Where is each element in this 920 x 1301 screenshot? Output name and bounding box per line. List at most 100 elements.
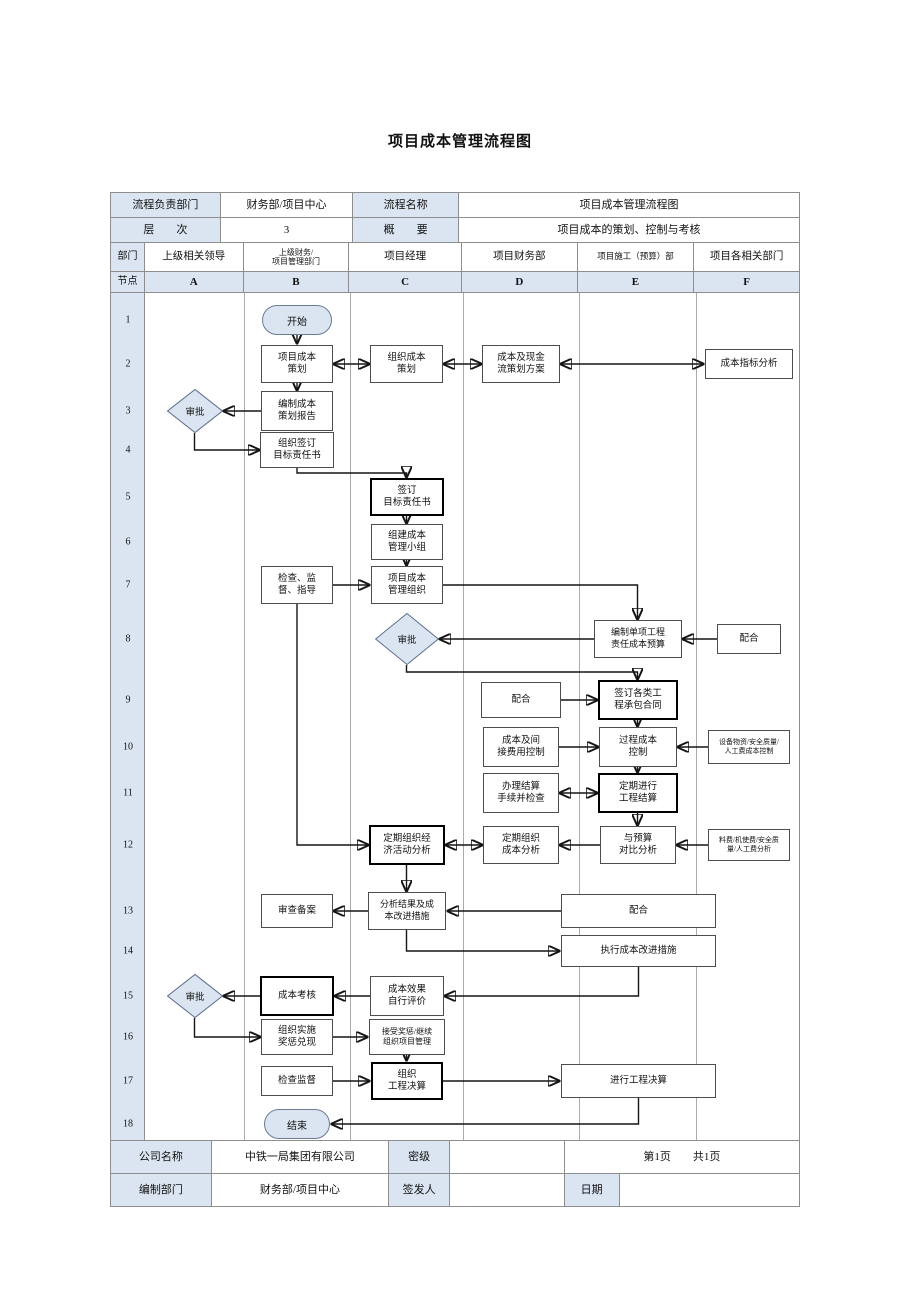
decision-label: 审批: [185, 993, 205, 1003]
lane-header-e: 项目施工（预算）部: [578, 243, 695, 271]
node-cooperate-1: 配合: [717, 624, 781, 654]
lane-header-b: 上级财务/ 项目管理部门: [244, 243, 350, 271]
footer-label-issuer: 签发人: [389, 1174, 451, 1206]
node-process-cost-control: 过程成本 控制: [599, 727, 677, 767]
node-cost-indicator-analysis: 成本指标分析: [705, 349, 793, 379]
info-label-summary: 概 要: [353, 218, 459, 242]
info-label-process-owner-dept: 流程负责部门: [111, 193, 221, 217]
lane-divider: [463, 293, 464, 1140]
row-number: 8: [125, 633, 131, 645]
footer-label-date: 日期: [564, 1174, 620, 1206]
flowchart-sheet: 流程负责部门 财务部/项目中心 流程名称 项目成本管理流程图 层 次 3 概 要…: [110, 192, 800, 1207]
footer-value-issuer: [450, 1174, 565, 1206]
node-project-cost-planning: 项目成本 策划: [261, 345, 333, 383]
node-periodic-cost-analysis: 定期组织 成本分析: [483, 826, 559, 864]
lane-header-d: 项目财务部: [462, 243, 578, 271]
lane-letter-b: B: [243, 272, 350, 292]
row-number: 6: [125, 536, 131, 548]
info-row-2: 层 次 3 概 要 项目成本的策划、控制与考核: [111, 218, 799, 243]
lane-header-c: 项目经理: [349, 243, 462, 271]
footer-label-company-name: 公司名称: [111, 1141, 212, 1173]
row-number: 2: [125, 358, 131, 370]
node-cooperate-3: 配合: [561, 894, 716, 928]
node-project-cost-management-org: 项目成本 管理组织: [371, 566, 443, 604]
lane-letter-e: E: [577, 272, 695, 292]
diamond-shape: [375, 613, 439, 665]
footer-value-prepared-by-dept: 财务部/项目中心: [212, 1174, 390, 1206]
info-label-level: 层 次: [111, 218, 221, 242]
node-organize-sign-responsibility: 组织签订 目标责任书: [260, 432, 334, 468]
node-sign-target-responsibility: 签订 目标责任书: [370, 478, 444, 516]
node-cost-assessment: 成本考核: [260, 976, 334, 1016]
decision-label: 审批: [185, 408, 205, 418]
node-periodic-economic-activity-analysis: 定期组织经 济活动分析: [369, 825, 445, 865]
row-number: 18: [123, 1118, 133, 1130]
node-settlement-procedures-check: 办理结算 手续并检查: [483, 773, 559, 813]
row-number: 4: [125, 444, 131, 456]
node-prepare-unit-project-cost-budget: 编制单项工程 责任成本预算: [594, 620, 682, 658]
footer-row-1: 公司名称 中铁一局集团有限公司 密级 第1页 共1页: [111, 1141, 799, 1174]
diamond-shape: [167, 974, 223, 1018]
row-number: 7: [125, 579, 131, 591]
node-inspect-supervise: 检查监督: [261, 1066, 333, 1096]
row-number-column: [111, 293, 145, 1140]
node-organize-cost-planning: 组织成本 策划: [370, 345, 443, 383]
node-perform-project-final-accounts: 进行工程决算: [561, 1064, 716, 1098]
page-title: 项目成本管理流程图: [387, 134, 532, 150]
node-implement-rewards-penalties: 组织实施 奖惩兑现: [261, 1019, 333, 1055]
row-number: 16: [123, 1031, 133, 1043]
row-number: 13: [123, 905, 133, 917]
row-number: 17: [123, 1075, 133, 1087]
node-letter-row: 节点 A B C D E F: [111, 272, 799, 293]
node-start: 开始: [262, 305, 332, 335]
node-budget-comparison-analysis: 与预算 对比分析: [600, 826, 676, 864]
lane-divider: [696, 293, 697, 1140]
node-corner-label: 节点: [111, 272, 145, 292]
node-form-cost-management-team: 组建成本 管理小组: [371, 524, 443, 560]
row-number: 9: [125, 694, 131, 706]
node-material-machine-labor-analysis: 料费/机使费/安全质 量/人工费分析: [708, 829, 790, 861]
info-row-1: 流程负责部门 财务部/项目中心 流程名称 项目成本管理流程图: [111, 193, 799, 218]
node-review-filing: 审查备案: [261, 894, 333, 928]
node-sign-contracting-contracts: 签订各类工 程承包合同: [598, 680, 678, 720]
lane-header-f: 项目各相关部门: [709, 250, 784, 262]
flow-connectors: [193, 293, 717, 1140]
department-header-row: 部门 上级相关领导 上级财务/ 项目管理部门 项目经理 项目财务部 项目施工（预…: [111, 243, 799, 272]
row-number: 10: [123, 741, 133, 753]
footer-row-2: 编制部门 财务部/项目中心 签发人 日期: [111, 1174, 799, 1206]
node-periodic-project-settlement: 定期进行 工程结算: [598, 773, 678, 813]
node-analysis-results-improvements: 分析结果及成 本改进措施: [368, 892, 446, 930]
node-implement-cost-improvements: 执行成本改进措施: [561, 935, 716, 967]
footer-value-date: [620, 1174, 799, 1206]
lane-header-a: 上级相关领导: [145, 243, 244, 271]
footer-label-security-level: 密级: [389, 1141, 451, 1173]
node-prepare-cost-planning-report: 编制成本 策划报告: [261, 391, 333, 431]
lane-divider: [579, 293, 580, 1140]
info-value-process-name: 项目成本管理流程图: [579, 198, 679, 211]
row-number: 11: [123, 787, 133, 799]
diamond-shape: [167, 389, 223, 433]
row-number: 3: [125, 405, 131, 417]
decision-approval-1: 审批: [167, 389, 223, 433]
lane-letter-d: D: [461, 272, 578, 292]
lane-divider: [244, 293, 245, 1140]
info-value-process-owner-dept: 财务部/项目中心: [221, 193, 354, 217]
footer-label-prepared-by-dept: 编制部门: [111, 1174, 212, 1206]
node-cost-effect-self-evaluation: 成本效果 自行评价: [370, 976, 444, 1016]
row-number: 1: [125, 314, 131, 326]
node-cooperate-2: 配合: [481, 682, 561, 718]
info-label-process-name: 流程名称: [353, 193, 459, 217]
lane-letter-c: C: [349, 272, 462, 292]
node-accept-rewards-continue-management: 接受奖惩/继续 组织项目管理: [369, 1019, 445, 1055]
info-value-level: 3: [221, 218, 354, 242]
node-equipment-safety-labor-cost-control: 设备物资/安全质量/ 人工费成本控制: [708, 730, 790, 764]
row-number: 14: [123, 945, 133, 957]
decision-approval-2: 审批: [375, 613, 439, 665]
node-cost-indirect-expense-control: 成本及间 接费用控制: [483, 727, 559, 767]
node-cost-cashflow-plan: 成本及现金 流策划方案: [482, 345, 560, 383]
dept-corner-label: 部门: [111, 243, 145, 271]
lane-divider: [350, 293, 351, 1140]
node-end: 结束: [264, 1109, 330, 1139]
decision-approval-3: 审批: [167, 974, 223, 1018]
